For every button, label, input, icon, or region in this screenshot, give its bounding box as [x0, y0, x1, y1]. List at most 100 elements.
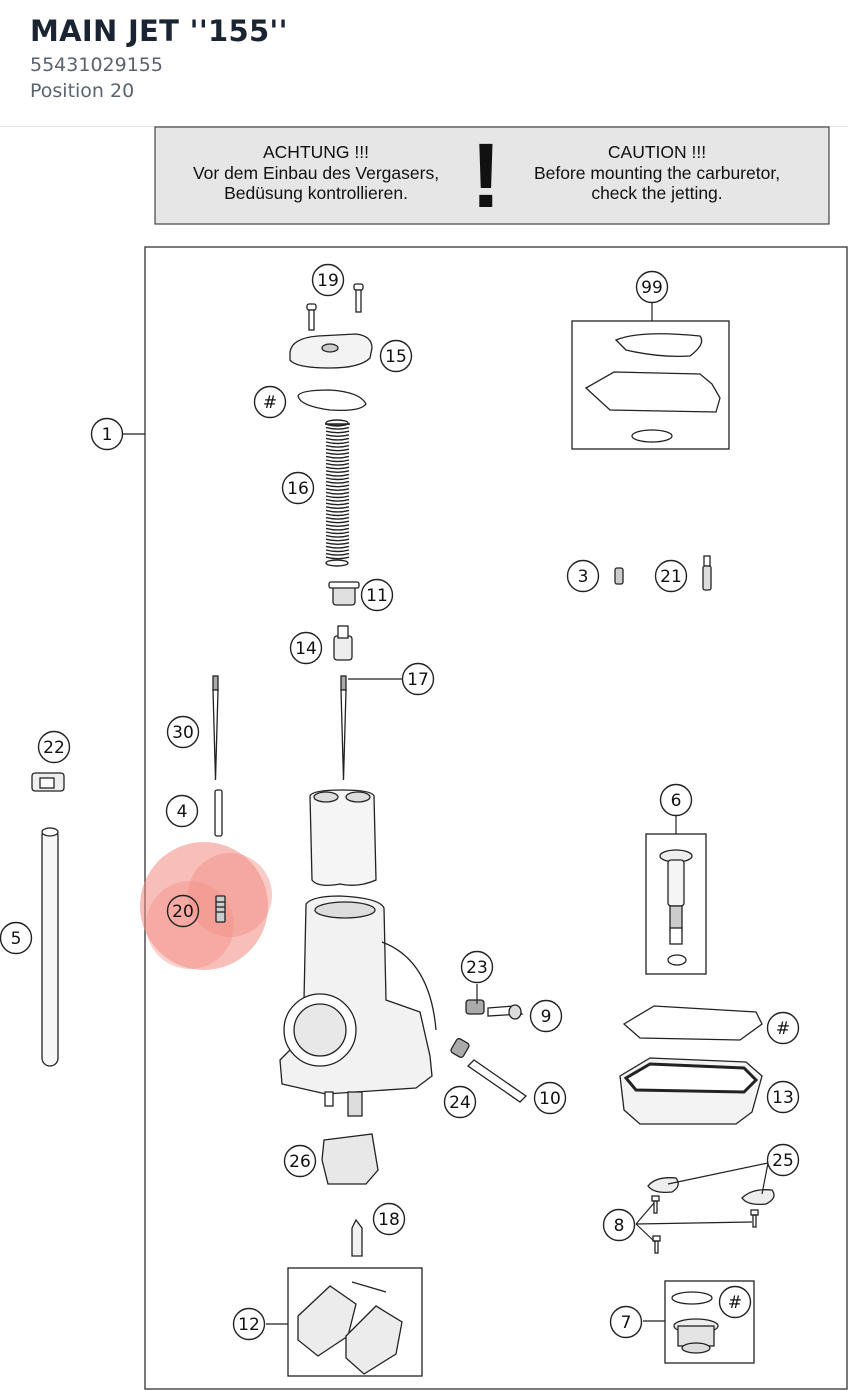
float-frame	[287, 1267, 423, 1377]
callout-number: 16	[287, 479, 309, 499]
callout-number: #	[263, 393, 277, 413]
callout-number: 13	[772, 1088, 794, 1108]
callout-number: 25	[772, 1151, 794, 1171]
callout-99: 99	[635, 270, 669, 304]
callout-number: 30	[172, 723, 194, 743]
callout-number: 9	[541, 1007, 552, 1027]
callout-number: 22	[43, 738, 65, 758]
slide-guide-part	[328, 581, 360, 606]
leader-lines	[123, 302, 769, 1325]
callout-10: 10	[533, 1081, 567, 1115]
carburetor-assembly-frame	[144, 246, 848, 1390]
spring-part	[325, 419, 350, 567]
callout-number: 12	[238, 1315, 260, 1335]
hose-part	[41, 827, 59, 1067]
needle-clip-part	[333, 625, 353, 661]
callout-number: 14	[295, 639, 317, 659]
bracket-part	[321, 1133, 379, 1185]
carburetor-body-part	[279, 895, 437, 1117]
callout-5: 5	[0, 921, 33, 955]
callout-number: 99	[641, 278, 663, 298]
caution-banner: ACHTUNG !!! Vor dem Einbau des Vergasers…	[154, 125, 830, 227]
choke-plunger-part	[659, 849, 693, 966]
callout-21: 21	[654, 559, 688, 593]
callout-number: 6	[671, 791, 682, 811]
callout-20: 20	[166, 894, 200, 928]
starter-jet-part	[702, 555, 712, 591]
callout-number: #	[728, 1293, 742, 1313]
callout-14: 14	[289, 631, 323, 665]
idle-screw-spring-part	[465, 999, 524, 1020]
callout-number: 1	[102, 425, 113, 445]
screw-part	[306, 283, 364, 331]
callout-hashright: #	[766, 1011, 800, 1045]
callout-17: 17	[401, 662, 435, 696]
callout-19: 19	[311, 263, 345, 297]
callout-number: 7	[621, 1313, 632, 1333]
callout-11: 11	[360, 578, 394, 612]
callout-12: 12	[232, 1307, 266, 1341]
callout-number: 3	[578, 567, 589, 587]
callout-number: 15	[385, 347, 407, 367]
page-header: MAIN JET ''155'' 55431029155 Position 20	[0, 0, 848, 127]
callout-number: #	[776, 1019, 790, 1039]
page-title: MAIN JET ''155''	[30, 14, 288, 48]
needle-jet-part	[214, 789, 223, 837]
position-label: Position 20	[30, 80, 135, 102]
callout-number: 21	[660, 567, 682, 587]
drain-plug-part	[671, 1291, 719, 1354]
callout-22: 22	[37, 730, 71, 764]
exclamation-icon: !	[471, 125, 502, 227]
callout-number: 23	[466, 958, 488, 978]
callout-26: 26	[283, 1144, 317, 1178]
callout-hashbottom: #	[718, 1285, 752, 1319]
callout-6: 6	[659, 783, 693, 817]
float-bowl-part	[619, 1057, 763, 1125]
callout-16: 16	[281, 471, 315, 505]
drain-plug-frame	[664, 1280, 755, 1364]
needle-30-part	[212, 675, 219, 781]
clip-part	[31, 772, 65, 792]
callout-number: 19	[317, 271, 339, 291]
callout-number: 26	[289, 1152, 311, 1172]
callout-number: 17	[407, 670, 429, 690]
callout-number: 24	[449, 1093, 471, 1113]
jet-needle-part	[340, 675, 347, 781]
callout-number: 5	[11, 929, 22, 949]
callout-number: 8	[614, 1216, 625, 1236]
callout-number: 18	[378, 1210, 400, 1230]
throttle-slide-part	[309, 789, 377, 886]
gasket-kit-part	[584, 333, 721, 443]
callout-hashtop: #	[253, 385, 287, 419]
callout-9: 9	[529, 999, 563, 1033]
adjust-screw-part	[450, 1038, 528, 1103]
callout-7: 7	[609, 1305, 643, 1339]
warning-de-line3: Bedüsung kontrollieren.	[224, 183, 408, 203]
warning-en-line1: CAUTION !!!	[608, 142, 706, 162]
callout-30: 30	[166, 715, 200, 749]
callout-24: 24	[443, 1085, 477, 1119]
callout-number: 4	[177, 802, 188, 822]
bowl-screws-part	[647, 1177, 775, 1254]
callout-number: 20	[172, 902, 194, 922]
part-number: 55431029155	[30, 54, 163, 76]
callout-23: 23	[460, 950, 494, 984]
gasket-part	[297, 389, 367, 412]
warning-de-line2: Vor dem Einbau des Vergasers,	[193, 163, 439, 183]
callout-number: 11	[366, 586, 388, 606]
callout-13: 13	[766, 1080, 800, 1114]
carburetor-cap-part	[289, 333, 373, 369]
float-part	[297, 1281, 403, 1375]
callout-labels: 19 15 #99 1 16 11 3 21 14 17 30 22 4 6 20 5 23 9 #13 24 10 25…	[0, 263, 800, 1341]
callout-number: 10	[539, 1089, 561, 1109]
pilot-jet-part	[614, 567, 624, 585]
warning-en-line3: check the jetting.	[591, 183, 722, 203]
callout-15: 15	[379, 339, 413, 373]
bowl-gasket-part	[622, 1005, 763, 1041]
gasket-kit-frame	[571, 320, 730, 450]
callout-8: 8	[602, 1208, 636, 1242]
callout-3: 3	[566, 559, 600, 593]
main-jet-part	[215, 895, 226, 923]
callout-25: 25	[766, 1143, 800, 1177]
